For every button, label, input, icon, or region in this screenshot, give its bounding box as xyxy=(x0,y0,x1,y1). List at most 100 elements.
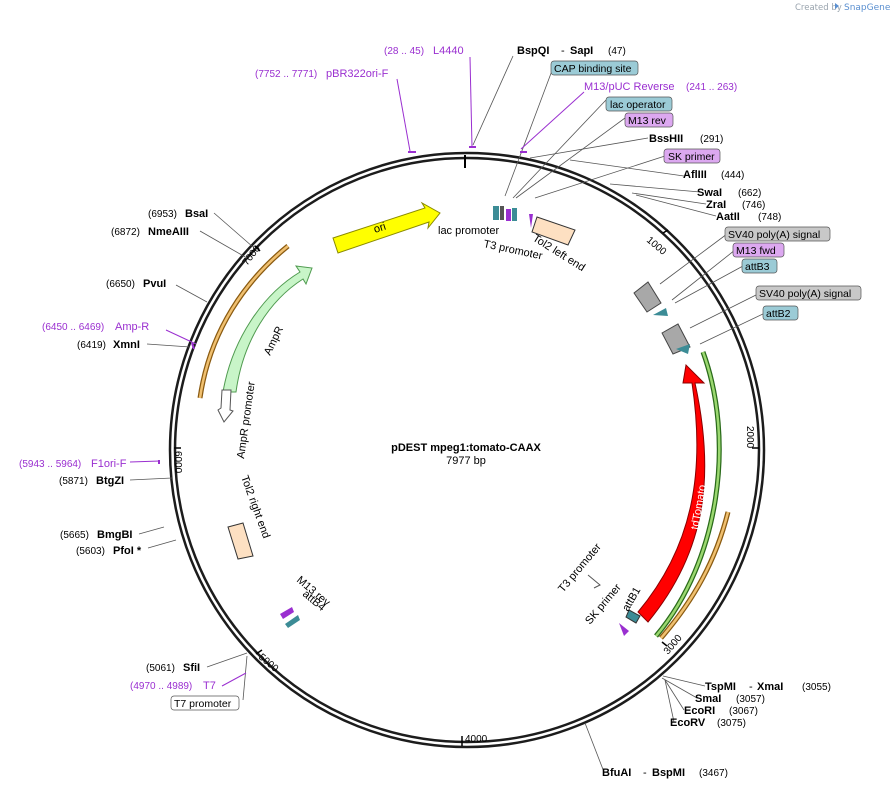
watermark-brand: SnapGene xyxy=(844,3,891,13)
svg-text:L4440: L4440 xyxy=(433,45,464,57)
site-bmgbi[interactable]: (5665) BmgBI xyxy=(60,529,132,541)
box-m13-fwd[interactable]: M13 fwd xyxy=(732,242,785,258)
svg-text:NmeAIII: NmeAIII xyxy=(148,226,189,238)
leader-lines xyxy=(129,55,766,773)
box-sk-primer[interactable]: SK primer xyxy=(663,148,721,164)
site-swai[interactable]: SwaI(662) xyxy=(697,187,761,199)
site-xmni[interactable]: (6419) XmnI xyxy=(77,339,140,351)
ampr-promoter-label: AmpR promoter xyxy=(235,381,258,460)
svg-text:(28 .. 45): (28 .. 45) xyxy=(384,46,424,57)
svg-text:(5871): (5871) xyxy=(59,476,88,487)
svg-text:AflIII: AflIII xyxy=(683,169,707,181)
feature-ampr[interactable]: AmpR xyxy=(222,265,313,393)
box-m13-rev[interactable]: M13 rev xyxy=(624,112,674,128)
site-zrai[interactable]: ZraI (746) xyxy=(706,199,765,211)
feature-sv40-b xyxy=(661,323,691,355)
svg-text:ZraI: ZraI xyxy=(706,199,726,211)
site-bsshii[interactable]: BssHII(291) xyxy=(649,133,723,145)
svg-text:-: - xyxy=(643,767,647,779)
svg-text:BmgBI: BmgBI xyxy=(97,529,132,541)
site-tspmi[interactable]: TspMI-XmaI(3055) xyxy=(705,681,831,693)
lac-promoter-label: lac promoter xyxy=(438,225,499,237)
site-pvui[interactable]: (6650)PvuI xyxy=(106,278,166,290)
ori-label: ori xyxy=(372,221,387,236)
svg-text:pBR322ori-F: pBR322ori-F xyxy=(326,68,389,80)
box-sv40-polya-2[interactable]: SV40 poly(A) signal xyxy=(755,285,862,301)
orf-green xyxy=(654,351,722,638)
site-nmeaiii[interactable]: (6872) NmeAIII xyxy=(111,226,189,238)
svg-text:(6872): (6872) xyxy=(111,227,140,238)
backbone xyxy=(168,151,766,749)
svg-text:Amp-R: Amp-R xyxy=(115,321,149,333)
site-bsai[interactable]: (6953)BsaI xyxy=(148,208,208,220)
feature-cluster-left: M13 rev attB4 xyxy=(280,574,333,628)
svg-text:(6450 .. 6469): (6450 .. 6469) xyxy=(42,322,104,333)
feature-cluster-top: lac promoter T3 promoter xyxy=(438,206,544,262)
snapgene-watermark: Created by SnapGene xyxy=(795,3,891,13)
site-ecori[interactable]: EcoRI(3067) xyxy=(684,705,758,717)
svg-text:(4970 .. 4989): (4970 .. 4989) xyxy=(130,681,192,692)
tick-label-7000: 7000 xyxy=(241,243,264,268)
svg-text:attB2: attB2 xyxy=(766,308,791,320)
box-sv40-polya-1[interactable]: SV40 poly(A) signal xyxy=(724,226,831,242)
tdtomato-label: tdTomato xyxy=(689,484,709,531)
svg-text:SwaI: SwaI xyxy=(697,187,722,199)
primer-pbr322ori-f[interactable]: (7752 .. 7771)pBR322ori-F xyxy=(255,68,389,80)
svg-text:(5665): (5665) xyxy=(60,530,89,541)
site-bspqi[interactable]: BspQI-SapI(47) xyxy=(517,45,626,57)
plasmid-name: pDEST mpeg1:tomato-CAAX xyxy=(391,442,541,454)
feature-sv40-a xyxy=(633,281,668,316)
site-afliii[interactable]: AflIII (444) xyxy=(683,169,744,181)
box-attb3[interactable]: attB3 xyxy=(741,258,778,274)
svg-text:(444): (444) xyxy=(721,170,744,181)
site-sfii[interactable]: (5061)SfiI xyxy=(146,662,200,674)
svg-text:BspQI: BspQI xyxy=(517,45,549,57)
primer-f1ori-f[interactable]: (5943 .. 5964)F1ori-F xyxy=(19,458,127,470)
svg-text:(3055): (3055) xyxy=(802,682,831,693)
box-cap-binding-site[interactable]: CAP binding site xyxy=(550,60,639,76)
svg-text:BssHII: BssHII xyxy=(649,133,683,145)
svg-text:(6419): (6419) xyxy=(77,340,106,351)
svg-text:T7: T7 xyxy=(203,680,216,692)
svg-text:M13 rev: M13 rev xyxy=(628,115,667,127)
box-t7-promoter[interactable]: T7 promoter xyxy=(170,695,240,711)
feature-tol2-left[interactable]: Tol2 left end xyxy=(530,216,587,274)
site-pfoi[interactable]: (5603)PfoI * xyxy=(76,545,142,557)
feature-ori[interactable]: ori xyxy=(332,201,441,254)
box-lac-operator[interactable]: lac operator xyxy=(605,96,673,112)
site-ecorv[interactable]: EcoRV(3075) xyxy=(670,717,746,729)
svg-text:(746): (746) xyxy=(742,200,765,211)
site-smai[interactable]: SmaI(3057) xyxy=(695,693,765,705)
primer-labels: (28 .. 45) L4440 (7752 .. 7771)pBR322ori-… xyxy=(19,45,737,692)
box-attb2[interactable]: attB2 xyxy=(762,305,799,321)
svg-text:M13 fwd: M13 fwd xyxy=(736,245,776,257)
svg-text:(47): (47) xyxy=(608,46,626,57)
svg-text:(3075): (3075) xyxy=(717,718,746,729)
restriction-sites: BspQI-SapI(47) BssHII(291) AflIII (444) S… xyxy=(59,45,831,779)
svg-text:PfoI *: PfoI * xyxy=(113,545,142,557)
primer-l4440[interactable]: (28 .. 45) L4440 xyxy=(384,45,464,57)
site-aatii[interactable]: AatII(748) xyxy=(716,211,781,223)
svg-text:M13/pUC Reverse: M13/pUC Reverse xyxy=(584,81,674,93)
primer-t7[interactable]: (4970 .. 4989) T7 xyxy=(130,680,216,692)
svg-text:XmnI: XmnI xyxy=(113,339,140,351)
site-bfuai[interactable]: BfuAI-BspMI(3467) xyxy=(602,767,728,779)
svg-text:-: - xyxy=(561,45,565,57)
feature-ampr-promoter[interactable]: AmpR promoter xyxy=(217,381,258,460)
svg-text:(241 .. 263): (241 .. 263) xyxy=(686,82,737,93)
tick-label-4000: 4000 xyxy=(465,734,488,745)
svg-text:(3467): (3467) xyxy=(699,768,728,779)
tick-label-6000: 6000 xyxy=(172,451,183,474)
feature-tol2-right[interactable]: Tol2 right end xyxy=(227,474,272,560)
svg-text:SmaI: SmaI xyxy=(695,693,721,705)
svg-text:BsaI: BsaI xyxy=(185,208,208,220)
primer-m13-puc-reverse[interactable]: M13/pUC Reverse (241 .. 263) xyxy=(584,81,737,93)
plasmid-length: 7977 bp xyxy=(446,455,486,467)
primer-amp-r[interactable]: (6450 .. 6469) Amp-R xyxy=(42,321,149,333)
svg-text:(5061): (5061) xyxy=(146,663,175,674)
svg-text:T7 promoter: T7 promoter xyxy=(174,698,232,710)
site-btgzi[interactable]: (5871)BtgZI xyxy=(59,475,124,487)
snapgene-logo-icon xyxy=(835,3,839,9)
svg-text:attB3: attB3 xyxy=(745,261,770,273)
sk-primer-bottom-label: SK primer xyxy=(583,581,624,626)
